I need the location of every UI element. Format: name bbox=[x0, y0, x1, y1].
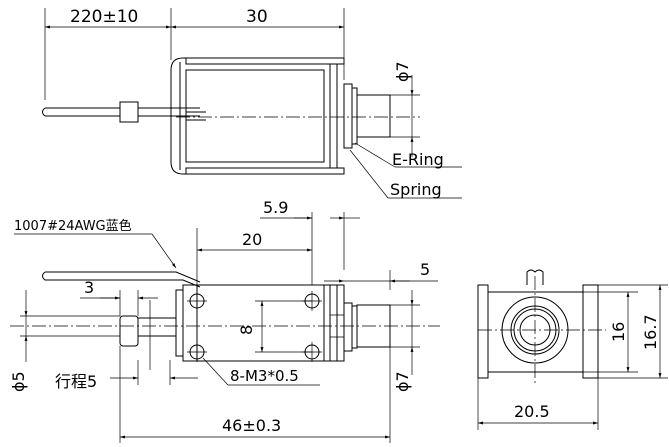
top-plunger bbox=[356, 94, 391, 138]
body-length-label: 30 bbox=[246, 7, 268, 27]
lead-wires bbox=[42, 107, 120, 117]
top-plunger-dia-label: ϕ7 bbox=[393, 61, 412, 82]
screw-holes-label: 8-M3*0.5 bbox=[230, 367, 299, 385]
top-frame bbox=[170, 57, 345, 175]
side-e-ring bbox=[343, 302, 353, 352]
side-view: 5.9 20 5 1007#24AWG蓝色 8 bbox=[9, 198, 440, 443]
total-length-label: 46±0.3 bbox=[222, 416, 281, 435]
wire-spec-label: 1007#24AWG蓝色 bbox=[14, 218, 132, 234]
height-outer-label: 16.7 bbox=[641, 314, 660, 350]
hole-spacing-v-label: 8 bbox=[237, 325, 256, 335]
top-e-ring bbox=[343, 83, 353, 149]
spring-label: Spring bbox=[390, 180, 442, 199]
coil-body bbox=[185, 69, 325, 163]
end-view: 20.5 16 16.7 bbox=[477, 269, 668, 430]
e-ring-label: E-Ring bbox=[392, 150, 444, 169]
hole-spacing-h-label: 20 bbox=[242, 230, 262, 249]
lead-length-label: 220±10 bbox=[70, 7, 138, 27]
wire-grommet bbox=[119, 101, 139, 123]
offset-label: 5.9 bbox=[263, 198, 288, 217]
rear-ext-label: 3 bbox=[84, 278, 94, 297]
end-frame-outer bbox=[477, 284, 599, 379]
width-label: 20.5 bbox=[514, 402, 550, 421]
side-plunger bbox=[356, 304, 391, 348]
side-frame bbox=[182, 284, 345, 362]
side-plunger-dia-label: ϕ7 bbox=[393, 371, 412, 392]
stroke-label: 行程5 bbox=[55, 372, 97, 391]
plunger-ext-label: 5 bbox=[420, 260, 430, 279]
rear-dia-label: ϕ5 bbox=[9, 371, 28, 392]
rear-plunger-rod bbox=[137, 317, 177, 337]
side-wires bbox=[42, 271, 201, 288]
top-view: 220±10 30 ϕ7 E-Ring bbox=[42, 7, 462, 199]
height-inner-label: 16 bbox=[609, 322, 628, 342]
rear-plunger-head bbox=[119, 315, 139, 347]
